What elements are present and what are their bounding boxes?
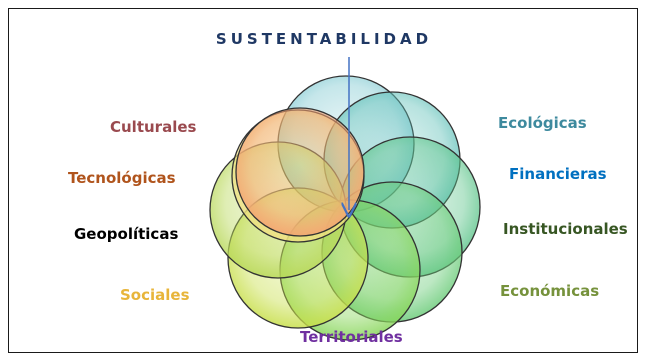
label-tecnologicas: Tecnológicas bbox=[68, 169, 176, 187]
diagram-title: SUSTENTABILIDAD bbox=[215, 30, 433, 48]
label-culturales: Culturales bbox=[110, 118, 197, 136]
label-institucionales: Institucionales bbox=[503, 220, 628, 238]
label-geopoliticas: Geopolíticas bbox=[74, 225, 179, 243]
label-financieras: Financieras bbox=[509, 165, 607, 183]
label-economicas: Económicas bbox=[500, 282, 600, 300]
label-territoriales: Territoriales bbox=[300, 328, 403, 346]
circle-culturales bbox=[235, 107, 365, 237]
label-ecologicas: Ecológicas bbox=[498, 114, 587, 132]
circles-group bbox=[209, 75, 481, 341]
label-sociales: Sociales bbox=[120, 286, 190, 304]
venn-diagram bbox=[209, 57, 481, 341]
